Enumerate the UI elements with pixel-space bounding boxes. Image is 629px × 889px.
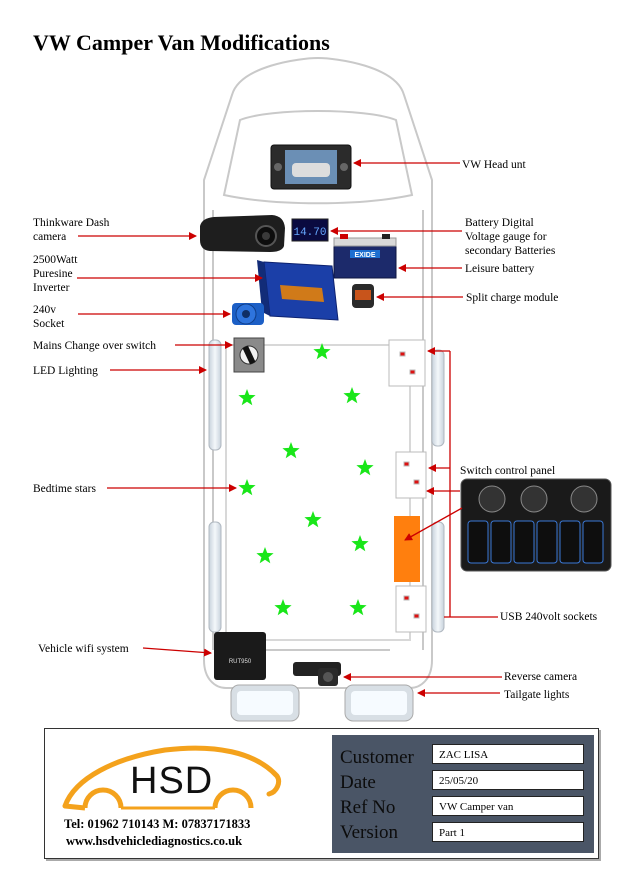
info-key-date: Date bbox=[340, 772, 376, 793]
label-inverter: 2500Watt Puresine Inverter bbox=[33, 253, 77, 295]
hsd-logo-text: HSD bbox=[130, 760, 214, 802]
star-icon bbox=[313, 343, 331, 360]
star-icon bbox=[256, 547, 274, 564]
orange-mounting-block bbox=[394, 516, 420, 582]
star-icon bbox=[356, 459, 374, 476]
van-diagram: 14.70 EXIDE bbox=[77, 56, 612, 722]
label-usb-sockets: USB 240volt sockets bbox=[500, 611, 598, 623]
switch-control-panel-icon bbox=[460, 478, 612, 572]
inverter-icon bbox=[257, 260, 339, 321]
label-reverse-camera: Reverse camera bbox=[504, 671, 578, 683]
label-voltage-gauge-line3: secondary Batteries bbox=[465, 245, 556, 257]
annotation-arrows bbox=[77, 159, 502, 697]
label-inverter-line2: Puresine bbox=[33, 268, 73, 280]
info-key-customer: Customer bbox=[340, 747, 414, 768]
usb-sockets-bracket bbox=[427, 347, 498, 618]
star-icon bbox=[349, 599, 367, 616]
dash-camera-icon bbox=[200, 215, 285, 252]
label-switch-panel: Switch control panel bbox=[460, 465, 556, 477]
arrow-switch-panel-b bbox=[404, 507, 463, 541]
head-unit-icon bbox=[270, 144, 352, 190]
svg-text:RUT950: RUT950 bbox=[229, 659, 252, 665]
info-value-ref-no: VW Camper van bbox=[432, 796, 584, 816]
label-dash-camera-line2: camera bbox=[33, 231, 67, 243]
socket-240v-icon bbox=[232, 303, 264, 325]
label-led-lighting: LED Lighting bbox=[33, 365, 98, 377]
voltage-gauge-icon: 14.70 bbox=[291, 218, 329, 242]
label-voltage-gauge: Battery Digital Voltage gauge for second… bbox=[465, 216, 555, 258]
label-leisure-battery: Leisure battery bbox=[465, 263, 535, 275]
label-mains-changeover: Mains Change over switch bbox=[33, 340, 156, 352]
label-tailgate-lights: Tailgate lights bbox=[504, 689, 570, 701]
star-icon bbox=[343, 387, 361, 404]
svg-text:14.70: 14.70 bbox=[293, 227, 326, 239]
usb-socket-plates bbox=[388, 339, 427, 633]
reverse-camera-icon bbox=[293, 662, 341, 686]
bedtime-stars bbox=[238, 343, 374, 616]
star-icon bbox=[238, 389, 256, 406]
hsd-car-logo bbox=[62, 745, 282, 811]
info-value-customer: ZAC LISA bbox=[432, 744, 584, 764]
info-key-version: Version bbox=[340, 822, 399, 843]
label-wifi: Vehicle wifi system bbox=[38, 643, 129, 655]
label-head-unit: VW Head unt bbox=[462, 159, 526, 171]
label-dash-camera-line1: Thinkware Dash bbox=[33, 217, 110, 229]
arrow-wifi bbox=[142, 647, 212, 657]
star-icon bbox=[282, 442, 300, 459]
label-voltage-gauge-line1: Battery Digital bbox=[465, 217, 534, 229]
contact-phone: Tel: 01962 710143 M: 07837171833 bbox=[64, 817, 251, 831]
star-icon bbox=[238, 479, 256, 496]
wifi-router-icon: RUT950 bbox=[214, 632, 266, 680]
info-key-ref-no: Ref No bbox=[340, 797, 396, 818]
contact-website: www.hsdvehiclediagnostics.co.uk bbox=[66, 834, 243, 848]
label-voltage-gauge-line2: Voltage gauge for bbox=[465, 231, 547, 243]
split-charge-module-icon bbox=[352, 284, 374, 308]
info-value-date: 25/05/20 bbox=[432, 770, 584, 790]
star-icon bbox=[274, 599, 292, 616]
leisure-battery-icon: EXIDE bbox=[333, 234, 397, 279]
star-icon bbox=[351, 535, 369, 552]
svg-text:EXIDE: EXIDE bbox=[354, 252, 375, 259]
led-lighting-strips bbox=[208, 339, 445, 633]
tailgate-lights-icon bbox=[230, 684, 414, 722]
label-inverter-line1: 2500Watt bbox=[33, 254, 78, 266]
label-inverter-line3: Inverter bbox=[33, 282, 70, 294]
label-split-charge: Split charge module bbox=[466, 292, 559, 304]
label-dash-camera: Thinkware Dash camera bbox=[33, 216, 109, 244]
label-socket-240v-line1: 240v bbox=[33, 304, 56, 316]
label-socket-240v-line2: Socket bbox=[33, 318, 65, 330]
label-socket-240v: 240v Socket bbox=[33, 303, 64, 331]
label-bedtime-stars: Bedtime stars bbox=[33, 483, 96, 495]
info-value-version: Part 1 bbox=[432, 822, 584, 842]
page-title: VW Camper Van Modifications bbox=[33, 30, 330, 55]
star-icon bbox=[304, 511, 322, 528]
changeover-switch-icon bbox=[233, 337, 265, 373]
